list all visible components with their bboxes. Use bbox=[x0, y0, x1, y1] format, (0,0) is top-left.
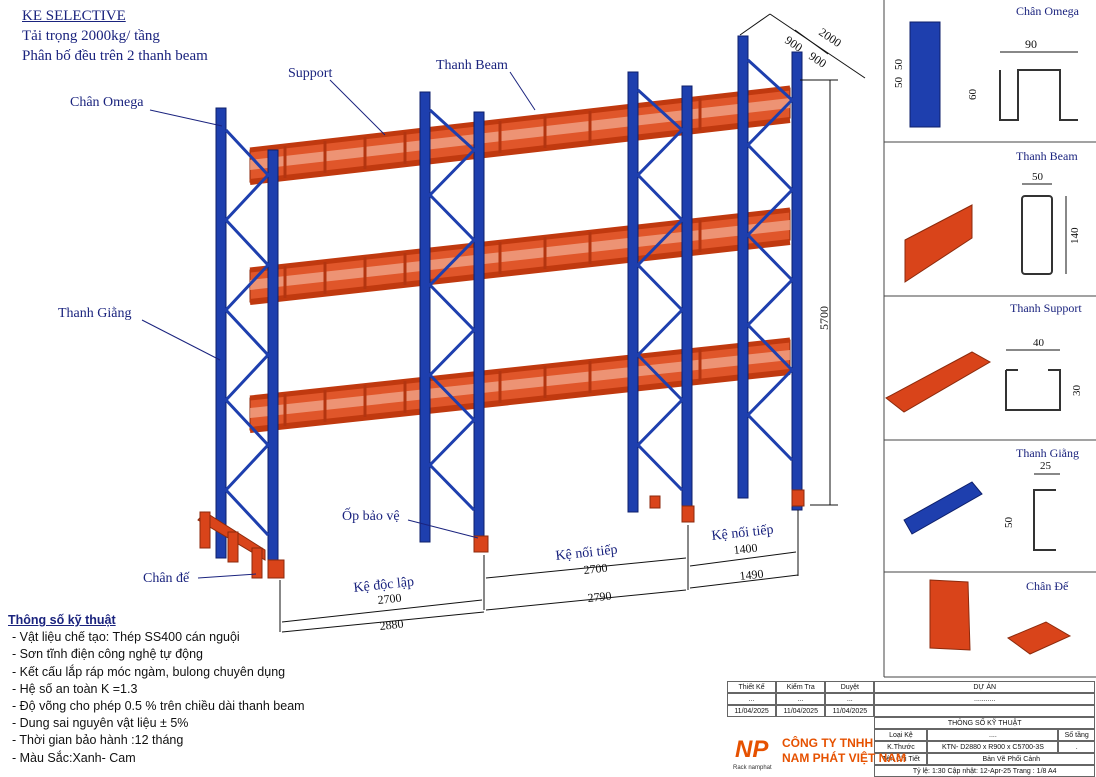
label-ke-noi-tiep-1: Kệ nối tiếp bbox=[555, 543, 618, 564]
detail-title-giang: Thanh Giằng bbox=[1016, 446, 1079, 460]
support-dim-width: 40 bbox=[1033, 337, 1045, 349]
spec-block: Thông số kỹ thuật Vật liệu chế tạo: Thép… bbox=[8, 612, 305, 767]
bracing bbox=[223, 58, 795, 537]
chan-de-image-1 bbox=[929, 579, 971, 651]
detail-title-omega: Chân Omega bbox=[1016, 4, 1080, 18]
omega-dim-height: 60 bbox=[967, 89, 979, 101]
label-ke-doc-lap: Kệ độc lập bbox=[353, 575, 415, 596]
omega-dim-a: 50 bbox=[893, 59, 905, 71]
dim-bay2-clear: 2700 bbox=[583, 561, 608, 577]
detail-title-support: Thanh Support bbox=[1010, 301, 1082, 315]
spec-item: Kết cấu lắp ráp móc ngàm, bulong chuyên … bbox=[12, 664, 305, 681]
tb-designed-value: ... bbox=[727, 693, 777, 705]
dim-height: 5700 bbox=[817, 306, 831, 330]
company-line-1: CÔNG TY TNHH bbox=[782, 736, 874, 750]
shelf-decks bbox=[249, 85, 791, 433]
tb-designed-label: Thiết Kế bbox=[727, 681, 777, 693]
tb-approved-label: Duyệt bbox=[825, 681, 875, 693]
title-block: Thiết Kế Kiểm Tra Duyệt DỰ ÁN ... ... ..… bbox=[727, 681, 1095, 777]
beam-profile bbox=[1021, 195, 1053, 275]
spec-list: Vật liệu chế tạo: Thép SS400 cán nguội S… bbox=[8, 629, 305, 767]
tb-detail-label: Tên Chi Tiết bbox=[874, 753, 928, 765]
dim-bay2-total: 2790 bbox=[587, 589, 612, 605]
detail-title-beam: Thanh Beam bbox=[1016, 149, 1078, 163]
dim-depth-a: 900 bbox=[782, 33, 805, 55]
tb-update: Cập nhật: 12-Apr-25 bbox=[947, 767, 1011, 775]
dim-bay1-clear: 2700 bbox=[377, 591, 402, 607]
tb-scale-label: Tỷ lệ: bbox=[912, 767, 930, 775]
spec-item: Hệ số an toàn K =1.3 bbox=[12, 681, 305, 698]
spec-item: Vật liệu chế tạo: Thép SS400 cán nguội bbox=[12, 629, 305, 646]
spec-item: Sơn tĩnh điện công nghệ tự động bbox=[12, 646, 305, 663]
beam-image bbox=[904, 204, 973, 283]
tb-size-extra: . bbox=[1058, 741, 1095, 753]
label-thanh-giang: Thanh Giằng bbox=[58, 306, 131, 321]
tb-size-value: KTN- D2880 x R900 x C5700-3S bbox=[927, 741, 1059, 753]
company-logo: NP bbox=[735, 736, 769, 763]
label-op-bao-ve: Ốp bảo vệ bbox=[342, 506, 400, 524]
label-chan-omega: Chân Omega bbox=[70, 95, 144, 110]
spec-item: Màu Sắc:Xanh- Cam bbox=[12, 750, 305, 767]
giang-image bbox=[903, 481, 983, 535]
omega-dim-width: 90 bbox=[1025, 37, 1037, 51]
detail-title-chan-de: Chân Đế bbox=[1026, 579, 1069, 593]
load-distribution: Phân bố đều trên 2 thanh beam bbox=[22, 48, 208, 64]
tb-date-1: 11/04/2025 bbox=[727, 705, 777, 717]
dim-depth-total: 2000 bbox=[816, 25, 844, 50]
spec-item: Thời gian bảo hành :12 tháng bbox=[12, 732, 305, 749]
support-image bbox=[885, 351, 992, 413]
spec-title: Thông số kỹ thuật bbox=[8, 613, 116, 627]
tb-detail-value: Bản Vẽ Phối Cảnh bbox=[927, 753, 1095, 765]
dim-bay3-clear: 1400 bbox=[733, 541, 758, 557]
giang-dim-width: 25 bbox=[1040, 460, 1052, 472]
chan-de-image-2 bbox=[1006, 621, 1072, 655]
tb-rack-type-label: Loại Kệ bbox=[874, 729, 928, 741]
tb-checked-label: Kiểm Tra bbox=[776, 681, 826, 693]
upright-frames bbox=[215, 35, 803, 571]
spec-item: Dung sai nguyên vật liệu ± 5% bbox=[12, 715, 305, 732]
omega-profile bbox=[999, 69, 1078, 121]
label-ke-noi-tiep-2: Kệ nối tiếp bbox=[711, 523, 774, 544]
tb-project-label: DỰ ÁN bbox=[874, 681, 1095, 693]
load-capacity: Tải trọng 2000kg/ tầng bbox=[22, 28, 160, 44]
tb-page-value: 1/8 bbox=[1036, 767, 1047, 775]
header: KE SELECTIVE Tải trọng 2000kg/ tầng Phân… bbox=[22, 6, 208, 66]
drawing-title: KE SELECTIVE bbox=[22, 8, 126, 24]
tb-levels-label: Số tầng bbox=[1058, 729, 1095, 741]
company-name: CÔNG TY TNHH NAM PHÁT VIỆT NAM bbox=[782, 736, 906, 766]
omega-image bbox=[909, 21, 941, 128]
label-support: Support bbox=[288, 66, 332, 81]
tb-rack-type-value: .... bbox=[927, 729, 1059, 741]
tb-checked-value: ... bbox=[776, 693, 826, 705]
support-profile bbox=[1005, 369, 1061, 411]
tb-footer-row: Tỷ lệ: 1:30 Cập nhật: 12-Apr-25 Trang : … bbox=[874, 765, 1095, 777]
dim-bay1-total: 2880 bbox=[379, 617, 404, 633]
beam-dim-height: 140 bbox=[1069, 227, 1081, 244]
beam-dim-width: 50 bbox=[1032, 171, 1044, 183]
tb-tech-title: THÔNG SỐ KỸ THUẬT bbox=[874, 717, 1095, 729]
omega-dim-b: 50 bbox=[893, 77, 905, 89]
giang-dim-height: 50 bbox=[1003, 517, 1015, 529]
tb-paper: A4 bbox=[1047, 767, 1057, 775]
support-dim-height: 30 bbox=[1071, 385, 1083, 397]
spec-item: Độ võng cho phép 0.5 % trên chiều dài th… bbox=[12, 698, 305, 715]
label-thanh-beam: Thanh Beam bbox=[436, 58, 508, 73]
company-line-2: NAM PHÁT VIỆT NAM bbox=[782, 751, 906, 765]
tb-scale-value: 1:30 bbox=[931, 767, 946, 775]
giang-profile bbox=[1033, 489, 1056, 551]
tb-date-3: 11/04/2025 bbox=[825, 705, 875, 717]
base-plates bbox=[197, 489, 805, 579]
label-chan-de: Chân đế bbox=[143, 571, 190, 586]
tb-date-2: 11/04/2025 bbox=[776, 705, 826, 717]
tb-size-label: K.Thước bbox=[874, 741, 928, 753]
logo-subtext: Rack namphat bbox=[733, 765, 772, 771]
tb-project-value: ........... bbox=[874, 693, 1095, 705]
tb-approved-value: ... bbox=[825, 693, 875, 705]
tb-page-label: Trang : bbox=[1012, 767, 1035, 775]
dim-bay3-total: 1490 bbox=[739, 567, 764, 583]
